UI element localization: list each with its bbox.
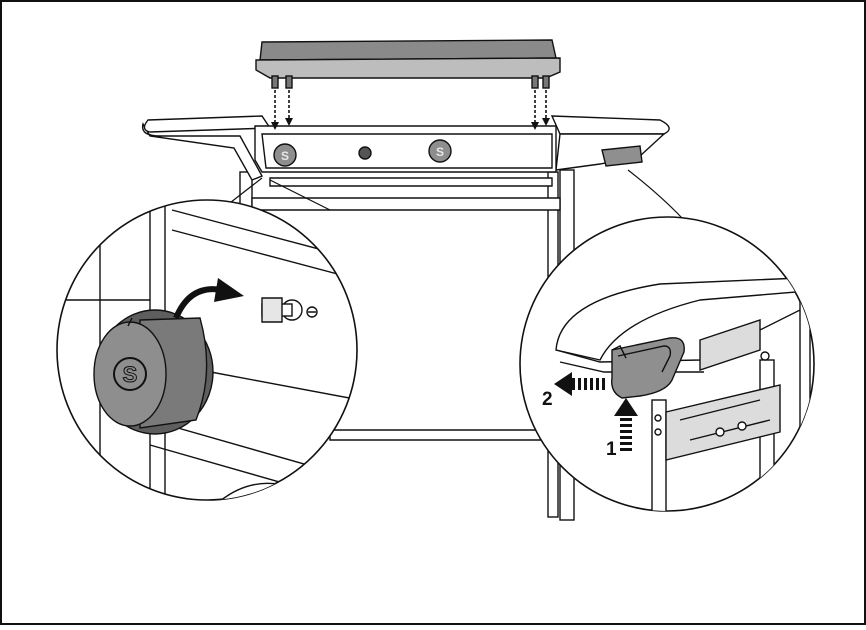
right-knob [428, 139, 452, 163]
left-side-shelf [141, 122, 263, 181]
burner-bar [269, 177, 553, 187]
left-shelf-top [143, 115, 272, 133]
step-2-arrow [554, 372, 605, 396]
right-knob-letter: S [436, 145, 444, 159]
griddle-foot [271, 75, 279, 89]
griddle-foot [542, 75, 550, 89]
upper-crossbar [251, 197, 561, 211]
control-panel [261, 133, 553, 169]
step-2-label: 2 [542, 389, 553, 410]
step-1-arrow [614, 398, 638, 451]
left-knob [273, 143, 297, 167]
griddle-plate [259, 39, 557, 61]
griddle-foot [285, 75, 293, 89]
removal-arrowhead [214, 278, 244, 302]
side-handle [601, 145, 643, 167]
placement-arrowheads [271, 118, 550, 130]
placement-arrows [274, 90, 547, 124]
left-knob-letter: S [281, 149, 289, 163]
detail-knob: S [56, 199, 358, 501]
lower-shelf [329, 429, 556, 441]
griddle-foot [531, 75, 539, 89]
knob-letter: S [123, 362, 138, 387]
step-1-label: 1 [606, 439, 617, 460]
griddle-rim [255, 57, 561, 79]
igniter-button [358, 146, 372, 160]
